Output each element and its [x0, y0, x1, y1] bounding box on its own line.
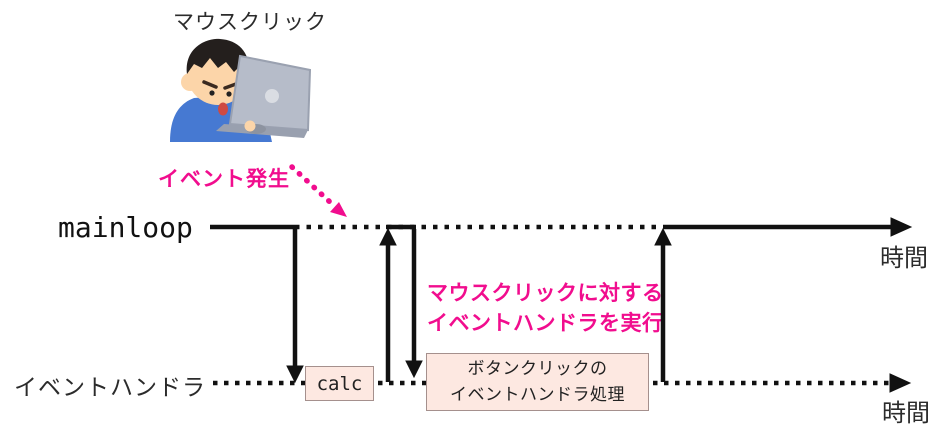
calc-process-label: calc — [316, 372, 363, 395]
event-trigger-arrow — [289, 164, 347, 217]
handler-lane-label: イベントハンドラ — [14, 375, 206, 401]
handler-exec-note-line1: マウスクリックに対する — [427, 281, 664, 305]
handler-exec-note: マウスクリックに対する イベントハンドラを実行 — [427, 278, 664, 339]
dispatch-arrow-1 — [286, 229, 304, 384]
handler-time-label: 時間 — [882, 399, 930, 427]
return-arrow-1 — [379, 227, 397, 382]
button-click-handler-line2: イベントハンドラ処理 — [450, 385, 625, 405]
mainloop-time-label: 時間 — [880, 244, 928, 272]
person-hair — [186, 38, 250, 74]
handler-exec-note-line2: イベントハンドラを実行 — [427, 311, 664, 336]
button-click-handler-box: ボタンクリックの イベントハンドラ処理 — [426, 353, 649, 411]
button-click-handler-line1: ボタンクリックの — [467, 358, 608, 379]
person-at-laptop-illustration — [168, 30, 320, 142]
mainloop-timeline — [210, 217, 913, 237]
event-occurs-label: イベント発生 — [158, 167, 290, 191]
dispatch-arrow-2 — [405, 229, 423, 379]
return-arrow-2 — [654, 227, 672, 382]
calc-process-box: calc — [305, 366, 374, 401]
mainloop-lane-label: mainloop — [58, 211, 193, 244]
mouse-click-caption: マウスクリック — [173, 10, 327, 34]
